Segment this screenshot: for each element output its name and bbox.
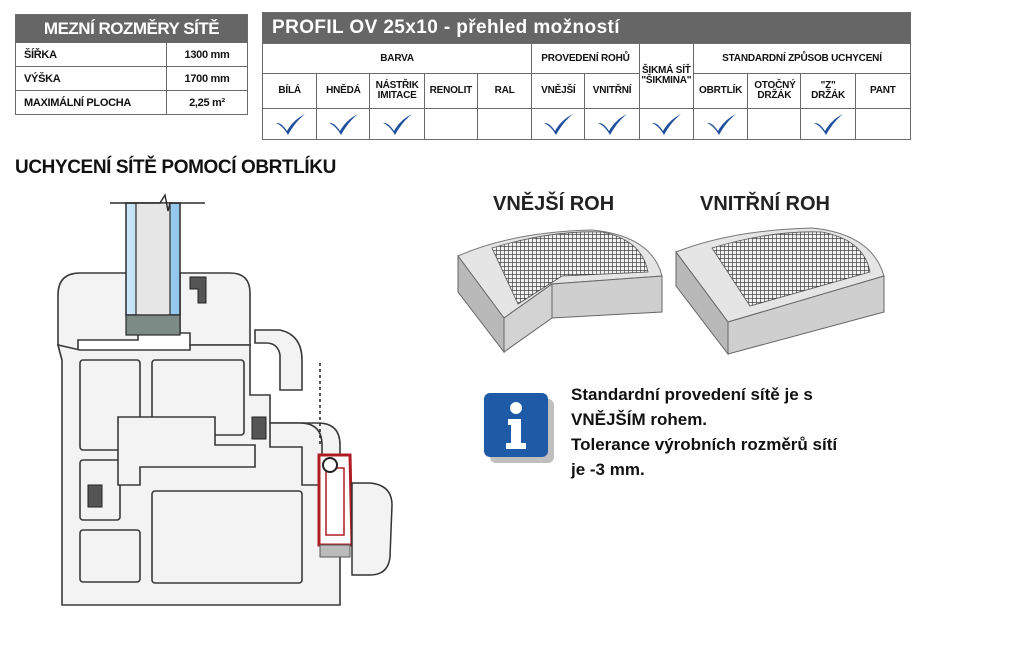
inner-corner-label: VNITŘNÍ ROH bbox=[700, 193, 830, 215]
group-color: BARVA bbox=[261, 43, 533, 74]
column-header: RAL bbox=[476, 73, 533, 109]
group-slant-label: ŠIKMÁ SÍŤ bbox=[641, 65, 691, 76]
inner-corner-image bbox=[675, 227, 885, 356]
info-icon bbox=[484, 393, 554, 463]
column-header: HNĚDÁ bbox=[316, 73, 371, 109]
limits-value: 2,25 m² bbox=[166, 90, 248, 115]
check-cell bbox=[692, 108, 749, 140]
info-text: Standardní provedení sítě je s VNĚJŠÍM r… bbox=[571, 382, 837, 482]
check-cell bbox=[369, 108, 425, 140]
column-header: BÍLÁ bbox=[261, 73, 318, 109]
column-header: OBRTLÍK bbox=[692, 73, 749, 109]
check-cell bbox=[854, 108, 912, 140]
check-cell bbox=[747, 108, 802, 140]
group-corners: PROVEDENÍ ROHŮ bbox=[531, 43, 640, 74]
group-slant: ŠIKMÁ SÍŤ "ŠIKMINA" bbox=[638, 43, 694, 109]
window-profile-drawing bbox=[56, 193, 393, 606]
outer-corner-label: VNĚJŠÍ ROH bbox=[493, 193, 615, 215]
column-header: "ŠIKMINA" bbox=[641, 75, 692, 86]
column-header: OTOČNÝ DRŽÁK bbox=[747, 73, 802, 109]
options-table: PROFIL OV 25x10 - přehled možností BARVA… bbox=[261, 12, 912, 140]
check-row bbox=[261, 108, 912, 140]
check-cell bbox=[800, 108, 856, 140]
column-header: VNĚJŠÍ bbox=[531, 73, 586, 109]
limits-label: MAXIMÁLNÍ PLOCHA bbox=[15, 90, 167, 115]
checkmark-icon bbox=[383, 114, 413, 135]
section-title: UCHYCENÍ SÍTĚ POMOCÍ OBRTLÍKU bbox=[15, 157, 336, 178]
limits-value: 1700 mm bbox=[166, 66, 248, 91]
limits-row-area: MAXIMÁLNÍ PLOCHA 2,25 m² bbox=[15, 90, 248, 115]
column-header: "Z" DRŽÁK bbox=[800, 73, 856, 109]
check-cell bbox=[423, 108, 478, 140]
group-mount: STANDARDNÍ ZPŮSOB UCHYCENÍ bbox=[692, 43, 912, 74]
check-cell bbox=[531, 108, 586, 140]
column-header: PANT bbox=[854, 73, 912, 109]
checkmark-icon bbox=[598, 114, 628, 135]
check-cell bbox=[476, 108, 533, 140]
column-header: RENOLIT bbox=[423, 73, 478, 109]
checkmark-icon bbox=[544, 114, 574, 135]
checkmark-icon bbox=[814, 114, 844, 135]
limits-row-width: ŠÍŘKA 1300 mm bbox=[15, 42, 248, 67]
checkmark-icon bbox=[652, 114, 682, 135]
column-header: VNITŘNÍ bbox=[584, 73, 640, 109]
outer-corner-image bbox=[457, 229, 663, 354]
info-line: VNĚJŠÍM rohem. bbox=[571, 410, 708, 429]
info-line: Tolerance výrobních rozměrů sítí bbox=[571, 435, 838, 454]
limits-label: ŠÍŘKA bbox=[15, 42, 167, 67]
info-line: je -3 mm. bbox=[571, 460, 645, 479]
check-cell bbox=[638, 108, 694, 140]
column-header: NÁSTŘIK IMITACE bbox=[369, 73, 425, 109]
check-cell bbox=[584, 108, 640, 140]
limits-value: 1300 mm bbox=[166, 42, 248, 67]
checkmark-icon bbox=[706, 114, 736, 135]
check-cell bbox=[316, 108, 371, 140]
limits-label: VÝŠKA bbox=[15, 66, 167, 91]
limits-row-height: VÝŠKA 1700 mm bbox=[15, 66, 248, 91]
checkmark-icon bbox=[329, 114, 359, 135]
limits-table: MEZNÍ ROZMĚRY SÍTĚ ŠÍŘKA 1300 mm VÝŠKA 1… bbox=[15, 14, 248, 115]
info-line: Standardní provedení sítě je s bbox=[571, 385, 813, 404]
check-cell bbox=[261, 108, 318, 140]
limits-title: MEZNÍ ROZMĚRY SÍTĚ bbox=[15, 14, 248, 43]
options-title: PROFIL OV 25x10 - přehled možností bbox=[262, 12, 911, 44]
checkmark-icon bbox=[275, 114, 305, 135]
